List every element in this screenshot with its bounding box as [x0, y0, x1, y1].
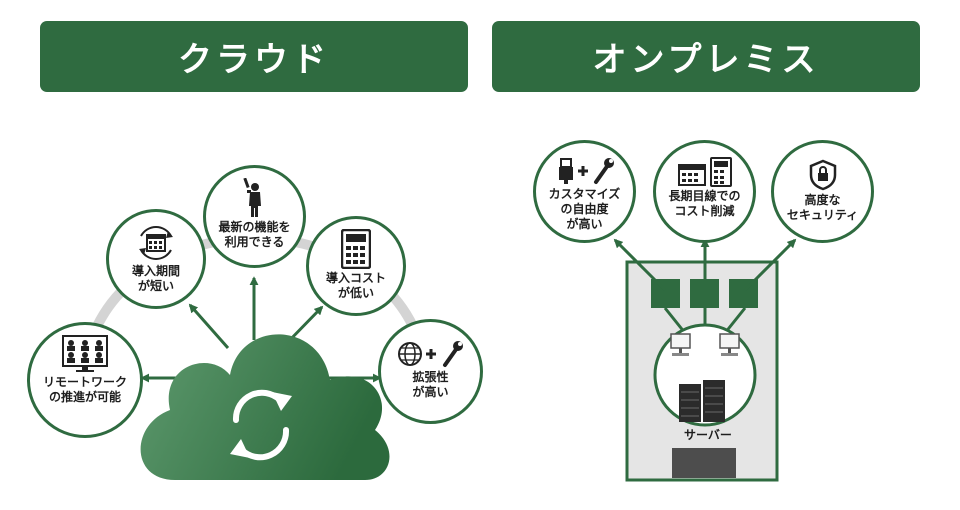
shield-lock-icon — [809, 159, 836, 191]
usb-plus-wrench-icon — [558, 158, 614, 184]
arrow-to-period — [188, 303, 230, 349]
building-window-2 — [690, 279, 719, 308]
cloud-node-low-cost: 導入コスト が低い — [306, 216, 406, 316]
globe-plus-wrench-icon — [397, 341, 463, 367]
arrow-to-customize — [613, 238, 667, 292]
cloud-node-scalability: 拡張性 が高い — [378, 319, 483, 424]
onprem-arrows — [613, 238, 797, 334]
node-label: 最新の機能を 利用できる — [218, 220, 291, 249]
cloud-node-latest-features: 最新の機能を 利用できる — [203, 165, 306, 268]
node-label: カスタマイズ の自由度 が高い — [548, 187, 621, 231]
calendar-cycle-icon — [139, 226, 173, 260]
calendar-calculator-icon — [677, 157, 732, 187]
link-window-3 — [723, 307, 747, 334]
cloud-node-short-period: 導入期間 が短い — [106, 209, 206, 309]
node-label: リモートワーク の推進が可能 — [42, 375, 127, 404]
link-window-1 — [663, 307, 687, 334]
node-label: 導入期間 が短い — [131, 264, 180, 293]
node-label: 長期目線での コスト削減 — [668, 189, 741, 218]
node-label: 高度な セキュリティ — [786, 193, 859, 222]
server-label: サーバー — [684, 428, 732, 442]
building-window-1 — [651, 279, 680, 308]
onprem-node-security: 高度な セキュリティ — [771, 140, 874, 243]
arrow-to-security — [743, 238, 797, 292]
calculator-icon — [341, 229, 371, 269]
onprem-node-long-term: 長期目線での コスト削減 — [653, 140, 756, 243]
node-label: 導入コスト が低い — [325, 271, 386, 300]
monitor-icon-right — [719, 333, 740, 356]
building-door — [672, 448, 736, 478]
cloud-title: クラウド — [40, 21, 468, 92]
cloud-node-remote-work: リモートワーク の推進が可能 — [27, 322, 143, 438]
cloud-shape — [140, 334, 390, 480]
onprem-title: オンプレミス — [492, 21, 920, 92]
server-rack-icon — [679, 380, 725, 422]
person-pointing-icon — [242, 178, 261, 217]
video-conference-icon — [62, 335, 108, 372]
onprem-node-customize: カスタマイズ の自由度 が高い — [533, 140, 636, 243]
node-label: 拡張性 が高い — [412, 370, 449, 399]
monitor-icon-left — [670, 333, 691, 356]
